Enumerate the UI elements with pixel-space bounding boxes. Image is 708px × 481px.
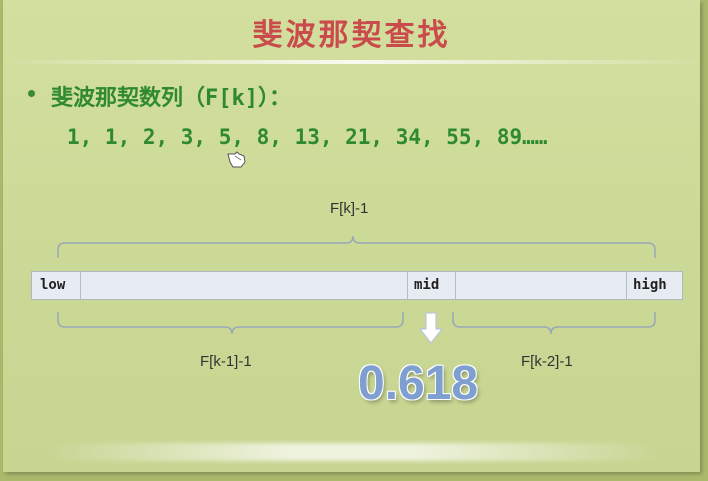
cell-high: high bbox=[633, 277, 667, 293]
label-fk2-minus-1: F[k-2]-1 bbox=[521, 353, 573, 370]
fibonacci-sequence: 1, 1, 2, 3, 5, 8, 13, 21, 34, 55, 89…… bbox=[67, 125, 548, 149]
slide-title: 斐波那契查找 bbox=[252, 18, 451, 53]
cell-divider bbox=[626, 272, 627, 299]
cell-divider bbox=[80, 272, 81, 299]
title-underline bbox=[13, 60, 693, 64]
search-array: low mid high bbox=[31, 271, 683, 300]
cell-divider bbox=[455, 272, 456, 299]
braces bbox=[57, 235, 656, 335]
hand-cursor-icon bbox=[227, 151, 246, 168]
golden-ratio-value: 0.618 bbox=[358, 357, 479, 410]
bullet-icon bbox=[28, 90, 35, 97]
cell-low: low bbox=[40, 277, 66, 293]
slide: 斐波那契查找 斐波那契数列（F[k]）： 1, 1, 2, 3, 5, 8, 1… bbox=[3, 0, 700, 472]
down-arrow-icon bbox=[419, 312, 443, 344]
cell-mid: mid bbox=[414, 277, 440, 293]
label-fk-minus-1: F[k]-1 bbox=[330, 200, 369, 217]
footer-decoration bbox=[43, 443, 663, 461]
label-fk1-minus-1: F[k-1]-1 bbox=[200, 353, 252, 370]
cell-divider bbox=[407, 272, 408, 299]
bullet-heading: 斐波那契数列（F[k]）： bbox=[51, 86, 291, 111]
